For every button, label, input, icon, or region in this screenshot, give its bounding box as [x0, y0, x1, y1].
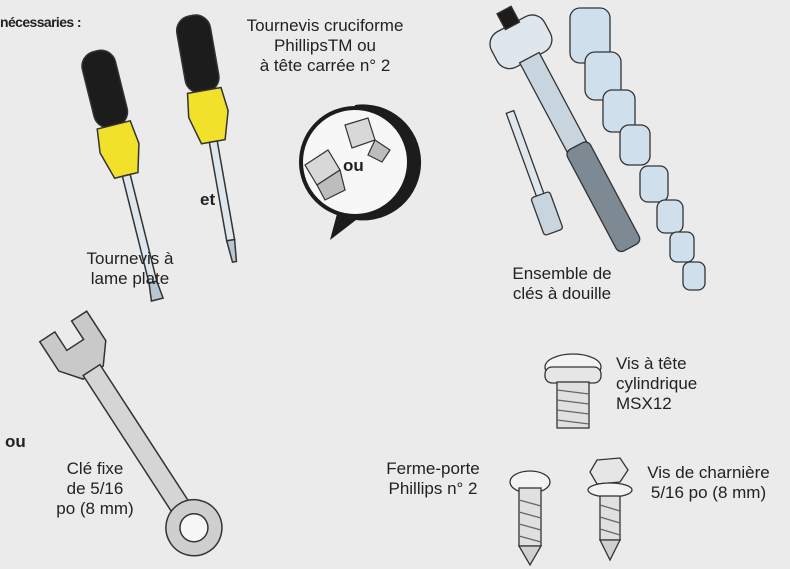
et-label: et: [200, 190, 216, 209]
header-text: nécessaries :: [0, 14, 82, 30]
flat-screwdriver-label: Tournevis à lame plate: [86, 249, 174, 288]
socket-set-icon: [489, 5, 706, 291]
flat-screwdriver-icon: [81, 49, 165, 302]
wrench-label: Clé fixe de 5/16 po (8 mm): [56, 459, 134, 518]
pan-head-screw-label: Vis à tête cylindrique MSX12: [616, 354, 698, 413]
combination-wrench-icon: [38, 310, 223, 557]
hinge-screw-icon: [587, 457, 633, 562]
phillips-screwdriver-icon: [175, 14, 238, 264]
driver-bits-bubble: [299, 104, 422, 240]
pan-head-screw-icon: [544, 353, 602, 429]
square-bit-icon: [344, 117, 391, 163]
closer-screw-icon: [509, 470, 551, 567]
bubble-ou-label: ou: [343, 156, 364, 175]
phillips-bit-icon: [304, 149, 346, 201]
hinge-screw-label: Vis de charnière 5/16 po (8 mm): [647, 463, 770, 502]
closer-screw-label: Ferme-porte Phillips n° 2: [386, 459, 480, 498]
socket-set-label: Ensemble de clés à douille: [512, 264, 612, 303]
ou-left-label: ou: [5, 432, 26, 451]
phillips-screwdriver-label: Tournevis cruciforme PhillipsTM ou à têt…: [246, 16, 404, 75]
